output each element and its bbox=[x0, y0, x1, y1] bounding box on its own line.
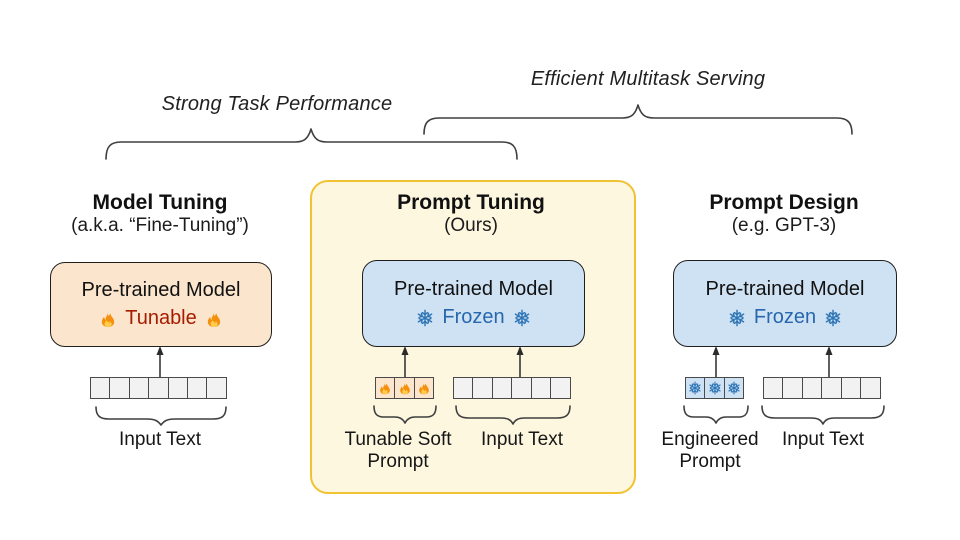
arrow-input-to-model bbox=[516, 346, 524, 377]
token bbox=[763, 377, 784, 399]
fire-icon bbox=[99, 310, 117, 328]
fire-icon bbox=[398, 381, 412, 395]
fire-icon bbox=[205, 310, 223, 328]
overbrace-efficient-serving bbox=[423, 104, 853, 135]
snowflake-icon bbox=[416, 309, 434, 327]
snowflake-icon bbox=[728, 309, 746, 327]
token-row-input-text bbox=[453, 377, 571, 399]
model-state-label: Tunable bbox=[125, 307, 197, 329]
label-tunable-soft-prompt: Tunable Soft Prompt bbox=[344, 429, 452, 472]
snowflake-icon bbox=[824, 309, 842, 327]
snowflake-icon bbox=[708, 381, 722, 395]
underbrace-engineered-prompt bbox=[683, 405, 749, 424]
token bbox=[472, 377, 494, 399]
underbrace-soft-prompt bbox=[373, 405, 437, 424]
column-subtitle-model-tuning: (a.k.a. “Fine-Tuning”) bbox=[71, 215, 249, 236]
model-state-label: Frozen bbox=[753, 306, 817, 328]
column-subtitle-prompt-tuning: (Ours) bbox=[444, 215, 498, 236]
token-frozen bbox=[704, 377, 726, 399]
token bbox=[530, 377, 552, 399]
token bbox=[491, 377, 513, 399]
model-state-frozen: Frozen bbox=[416, 306, 530, 329]
token bbox=[90, 377, 111, 399]
model-box-frozen-prompt-tuning: Pre-trained Model Frozen bbox=[362, 260, 585, 347]
model-box-line1: Pre-trained Model bbox=[705, 278, 865, 300]
token bbox=[782, 377, 804, 399]
token-row-input-text bbox=[90, 377, 228, 399]
token bbox=[801, 377, 823, 399]
token bbox=[549, 377, 571, 399]
token-tunable bbox=[375, 377, 396, 399]
token bbox=[167, 377, 189, 399]
model-state-tunable: Tunable bbox=[99, 307, 223, 330]
annotation-strong-task-performance: Strong Task Performance bbox=[161, 93, 393, 115]
token bbox=[511, 377, 532, 399]
column-title-prompt-tuning: Prompt Tuning bbox=[397, 191, 545, 214]
token bbox=[859, 377, 881, 399]
token bbox=[840, 377, 862, 399]
model-box-line1: Pre-trained Model bbox=[81, 279, 241, 301]
token-tunable bbox=[394, 377, 416, 399]
underbrace-input-text bbox=[761, 405, 885, 425]
model-box-tunable: Pre-trained Model Tunable bbox=[50, 262, 272, 347]
arrow-engineered-prompt-to-model bbox=[712, 346, 720, 377]
token bbox=[128, 377, 150, 399]
token bbox=[109, 377, 131, 399]
label-input-text: Input Text bbox=[118, 429, 202, 450]
model-box-line1: Pre-trained Model bbox=[394, 278, 553, 300]
label-input-text: Input Text bbox=[781, 429, 865, 450]
snowflake-icon bbox=[513, 309, 531, 327]
snowflake-icon bbox=[727, 381, 741, 395]
token-row-engineered-prompt bbox=[685, 377, 745, 399]
model-state-frozen: Frozen bbox=[728, 306, 842, 329]
label-input-text: Input Text bbox=[480, 429, 564, 450]
column-title-model-tuning: Model Tuning bbox=[92, 191, 228, 214]
arrow-input-to-model bbox=[825, 346, 833, 377]
underbrace-input-text bbox=[95, 406, 227, 426]
token bbox=[206, 377, 228, 399]
token bbox=[821, 377, 842, 399]
arrow-input-to-model bbox=[156, 346, 164, 377]
fire-icon bbox=[378, 381, 392, 395]
token bbox=[186, 377, 208, 399]
model-state-label: Frozen bbox=[442, 306, 505, 328]
model-box-frozen-prompt-design: Pre-trained Model Frozen bbox=[673, 260, 897, 347]
label-engineered-prompt: Engineered Prompt bbox=[661, 429, 759, 472]
overbrace-strong-task bbox=[105, 128, 518, 160]
snowflake-icon bbox=[688, 381, 702, 395]
token-row-soft-prompt bbox=[375, 377, 435, 399]
token bbox=[148, 377, 169, 399]
token-tunable bbox=[413, 377, 435, 399]
arrow-soft-prompt-to-model bbox=[401, 346, 409, 377]
token bbox=[453, 377, 474, 399]
annotation-efficient-multitask-serving: Efficient Multitask Serving bbox=[530, 68, 766, 90]
underbrace-input-text bbox=[455, 405, 571, 425]
token-frozen bbox=[685, 377, 706, 399]
column-subtitle-prompt-design: (e.g. GPT-3) bbox=[731, 215, 837, 236]
fire-icon bbox=[417, 381, 431, 395]
token-frozen bbox=[723, 377, 745, 399]
token-row-input-text bbox=[763, 377, 881, 399]
column-title-prompt-design: Prompt Design bbox=[709, 191, 859, 214]
